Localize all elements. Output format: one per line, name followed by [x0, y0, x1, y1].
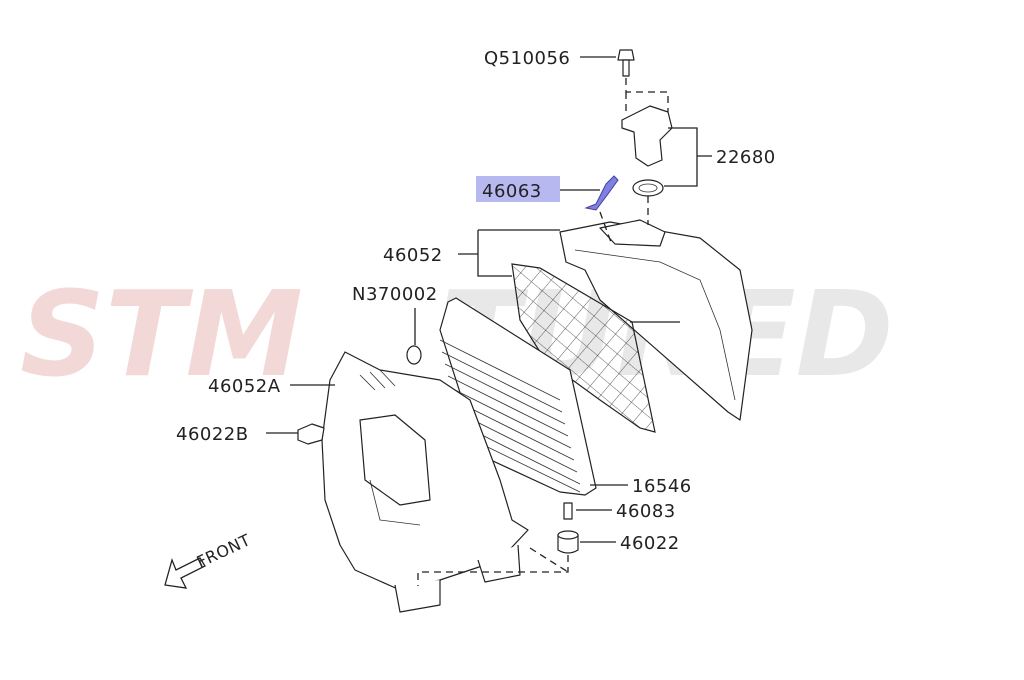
watermark-stm: STM [20, 265, 303, 403]
front-direction-arrow [164, 557, 206, 589]
label-46063[interactable]: 46063 [482, 181, 542, 202]
label-46022[interactable]: 46022 [620, 533, 680, 554]
cushion-icon [557, 530, 579, 554]
label-22680[interactable]: 22680 [716, 147, 776, 168]
clip-icon [297, 423, 325, 445]
label-46083[interactable]: 46083 [616, 501, 676, 522]
pin-icon [563, 502, 573, 520]
label-16546[interactable]: 16546 [632, 476, 692, 497]
air-cleaner-upper-case [559, 219, 753, 421]
bracket-46063 [584, 175, 619, 211]
air-cleaner-lower-case [321, 351, 529, 613]
mass-airflow-sensor [621, 105, 673, 197]
filter-mesh-panel [511, 263, 656, 433]
leader-lines [266, 56, 712, 586]
label-46052[interactable]: 46052 [383, 245, 443, 266]
label-46022b[interactable]: 46022B [176, 424, 249, 445]
label-front: FRONT [194, 530, 254, 571]
highlight-box [476, 176, 560, 202]
grommet-icon [406, 345, 422, 365]
label-q510056[interactable]: Q510056 [484, 48, 570, 69]
bolt-icon [617, 49, 635, 77]
label-46052a[interactable]: 46052A [208, 376, 281, 397]
label-n370002[interactable]: N370002 [352, 284, 438, 305]
